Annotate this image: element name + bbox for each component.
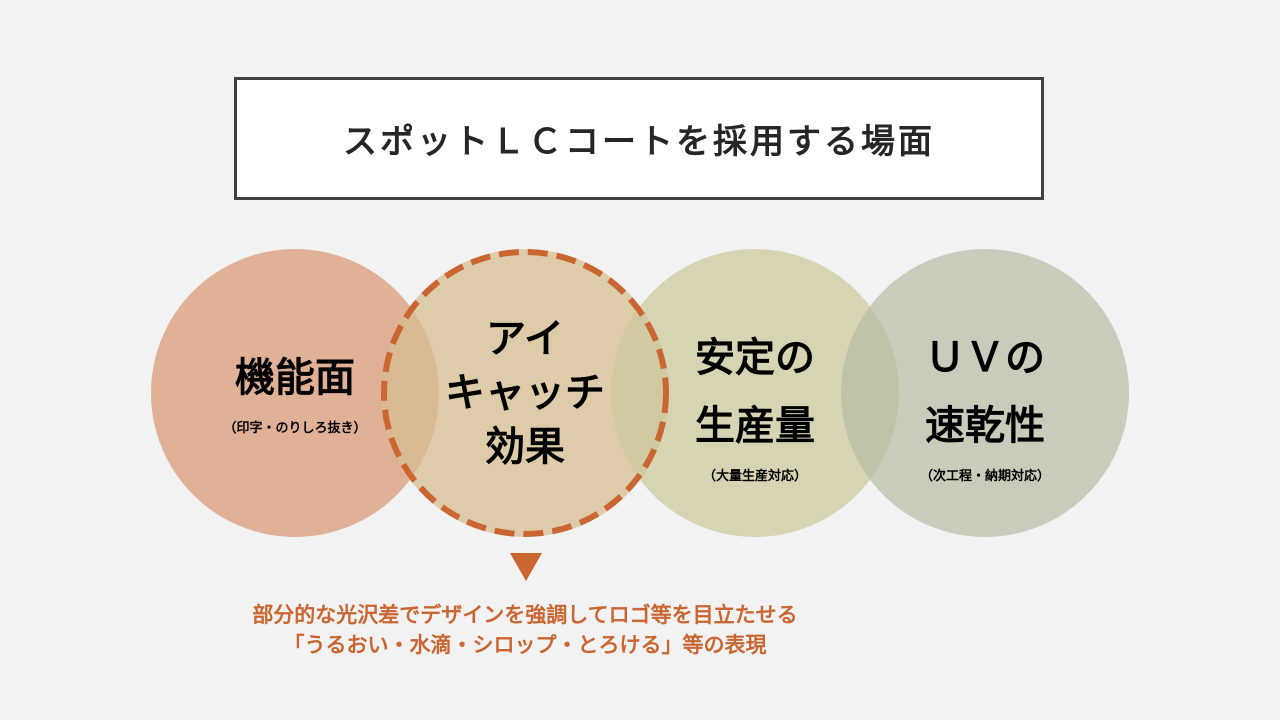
circle-sublabel: （大量生産対応） (702, 468, 807, 484)
page-title: スポットＬＣコートを採用する場面 (343, 122, 935, 162)
circle-sublabel: （印字・のりしろ抜き） (223, 420, 367, 436)
eye-catch-note: 部分的な光沢差でデザインを強調してロゴ等を目立たせる 「うるおい・水滴・シロップ… (200, 600, 850, 660)
dashed-highlight-ring (381, 249, 669, 537)
circle-label-line: 安定の (695, 334, 815, 381)
circle-production: 安定の 生産量 （大量生産対応） (611, 249, 899, 537)
circle-label-line: キャッチ (445, 370, 605, 416)
circle-label: 機能面 (235, 354, 355, 401)
title-box: スポットＬＣコートを採用する場面 (234, 77, 1044, 200)
note-line: 部分的な光沢差でデザインを強調してロゴ等を目立たせる (252, 603, 798, 627)
circle-label-line: 効果 (485, 424, 565, 470)
note-line: 「うるおい・水滴・シロップ・とろける」等の表現 (283, 633, 767, 657)
circle-label-line: ＵＶの (925, 334, 1045, 381)
circle-uv-drying: ＵＶの 速乾性 （次工程・納期対応） (841, 249, 1129, 537)
circle-label-line: アイ (486, 316, 564, 362)
down-arrow-icon (510, 553, 542, 581)
circle-sublabel: （次工程・納期対応） (919, 468, 1050, 484)
circle-label-line: 生産量 (695, 402, 815, 449)
circle-label-line: 速乾性 (925, 402, 1045, 449)
